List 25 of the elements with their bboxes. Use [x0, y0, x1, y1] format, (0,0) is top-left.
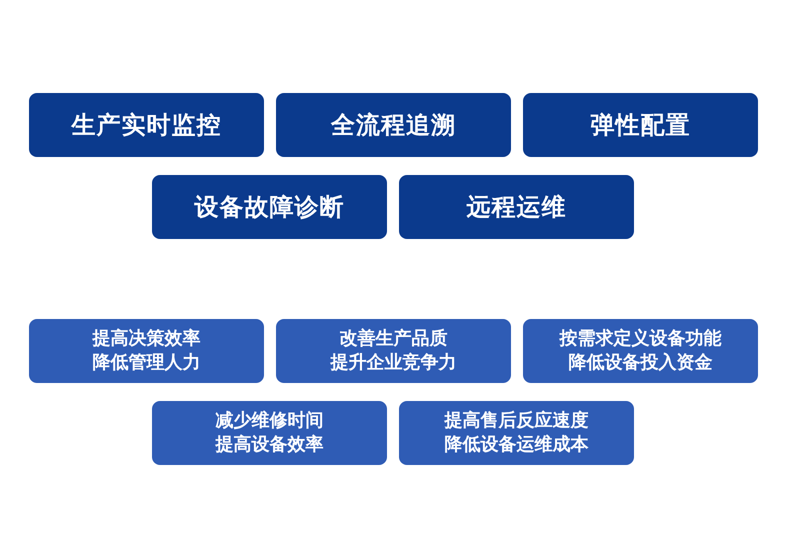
box-text: 按需求定义设备功能 — [560, 327, 722, 351]
box-text: 降低设备运维成本 — [444, 433, 588, 457]
feature-box — [152, 175, 387, 239]
box-text: 提高售后反应速度 — [444, 409, 588, 433]
box-text: 远程运维 — [466, 192, 566, 223]
box-text: 提高决策效率 — [92, 327, 200, 351]
feature-box — [276, 93, 511, 157]
box-text: 弹性配置 — [590, 110, 690, 141]
feature-box — [523, 93, 758, 157]
box-text: 降低设备投入资金 — [568, 351, 712, 375]
benefit-box — [523, 319, 758, 383]
box-text: 提升企业竞争力 — [330, 351, 456, 375]
box-text: 设备故障诊断 — [194, 192, 344, 223]
feature-box — [399, 175, 634, 239]
benefit-box — [399, 401, 634, 465]
box-text: 提高设备效率 — [216, 433, 324, 457]
feature-box — [29, 93, 264, 157]
box-text: 全流程追溯 — [331, 110, 456, 141]
benefit-box — [276, 319, 511, 383]
box-text: 生产实时监控 — [72, 110, 222, 141]
benefit-box — [152, 401, 387, 465]
box-text: 减少维修时间 — [216, 409, 324, 433]
box-text: 改善生产品质 — [340, 327, 448, 351]
benefit-box — [29, 319, 264, 383]
box-text: 降低管理人力 — [92, 351, 200, 375]
